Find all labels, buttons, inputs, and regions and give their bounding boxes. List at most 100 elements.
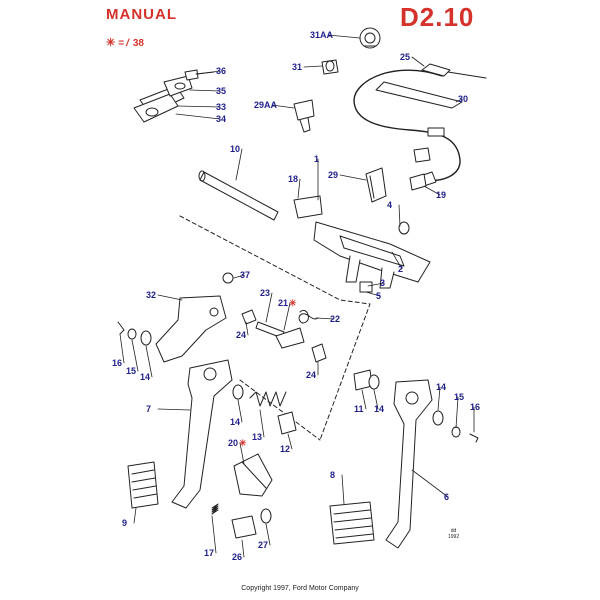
part-code-line1: dd — [450, 528, 457, 534]
callout-3: 3 — [380, 278, 385, 288]
leader-line — [241, 539, 245, 558]
callout-15b: 15 — [454, 392, 464, 402]
leader-line — [145, 345, 153, 378]
callout-22: 22 — [330, 314, 340, 324]
callout-16b: 16 — [470, 402, 480, 412]
leader-line — [157, 294, 183, 301]
callout-5: 5 — [376, 291, 381, 301]
clutch-cable — [353, 63, 487, 187]
brake-pedal-pad — [329, 501, 375, 545]
leader-line — [189, 89, 221, 92]
bushing-31 — [321, 59, 339, 75]
leader-line — [131, 339, 139, 372]
legend-slash: / — [126, 38, 129, 49]
leader-line — [265, 292, 273, 323]
leader-line — [239, 442, 245, 465]
callout-36: 36 — [216, 66, 226, 76]
callout-29aa: 29AA — [254, 100, 278, 110]
clip-24-right — [311, 343, 327, 363]
leader-line — [339, 174, 367, 181]
leader-line — [297, 178, 301, 199]
lever-21 — [275, 327, 305, 349]
callout-34: 34 — [216, 114, 226, 124]
callout-31aa: 31AA — [310, 30, 334, 40]
callout-8: 8 — [330, 470, 335, 480]
legend-ref: 38 — [132, 38, 144, 49]
part-code: dd 1992 — [448, 528, 459, 540]
leader-line — [233, 274, 245, 279]
callout-9: 9 — [122, 518, 127, 528]
callout-14c: 14 — [374, 404, 384, 414]
callout-11: 11 — [354, 404, 364, 414]
star-icon: ✳ — [289, 298, 297, 308]
callout-2: 2 — [398, 264, 403, 274]
leader-line — [175, 113, 221, 120]
callout-12: 12 — [280, 444, 290, 454]
leader-line — [177, 105, 221, 108]
leader-line — [245, 321, 249, 336]
callout-14a: 14 — [140, 372, 150, 382]
clip-31aa — [359, 27, 381, 49]
callout-25: 25 — [400, 52, 410, 62]
callout-19: 19 — [436, 190, 446, 200]
callout-37: 37 — [240, 270, 250, 280]
bushing-stack — [133, 69, 215, 123]
callout-23: 23 — [260, 288, 270, 298]
star-icon: ✳ — [106, 37, 116, 49]
callout-14d: 14 — [436, 382, 446, 392]
leader-line — [455, 396, 459, 429]
washers-left — [117, 321, 152, 346]
callout-16a: 16 — [112, 358, 122, 368]
spring-22 — [298, 309, 319, 324]
callout-18: 18 — [288, 174, 298, 184]
pivot-shaft — [198, 170, 279, 221]
callout-20: 20 — [228, 438, 238, 448]
callout-30: 30 — [458, 94, 468, 104]
leader-line — [365, 291, 381, 297]
nut-37 — [222, 272, 234, 284]
leader-line — [361, 389, 367, 410]
callout-1: 1 — [314, 154, 319, 164]
part-28-clip — [413, 147, 431, 163]
callout-leaders — [119, 34, 475, 558]
star-icon: ✳ — [239, 438, 247, 448]
leader-line — [391, 251, 403, 270]
assembly-guide-line — [179, 215, 371, 441]
leader-line — [235, 148, 243, 181]
bushing-11 — [353, 369, 380, 391]
part-29aa — [293, 99, 315, 133]
pedal-box-bracket — [313, 221, 431, 289]
legend-equals: = — [118, 38, 125, 49]
callout-14b: 14 — [230, 417, 240, 427]
diagram-legend: ✳=/38 — [106, 36, 144, 49]
callout-24a: 24 — [236, 330, 246, 340]
copyright-footer: Copyright 1997, Ford Motor Company — [241, 585, 359, 592]
leader-line — [455, 98, 463, 103]
leader-line — [265, 523, 271, 546]
leader-line — [197, 70, 221, 75]
callout-32: 32 — [146, 290, 156, 300]
diagram-title: MANUAL — [106, 6, 177, 23]
bolt-3 — [359, 281, 373, 293]
part-29-bracket — [365, 167, 387, 203]
leader-line — [283, 302, 291, 331]
leader-line — [398, 204, 401, 227]
callout-17: 17 — [204, 548, 214, 558]
leader-line — [119, 333, 125, 364]
bracket-plate-32 — [155, 295, 227, 363]
callout-27: 27 — [258, 540, 268, 550]
leader-line — [303, 65, 323, 68]
cap-27 — [260, 508, 272, 524]
bushing-4 — [398, 221, 410, 235]
leader-line — [315, 317, 335, 320]
leader-line — [437, 386, 441, 411]
callout-15a: 15 — [126, 366, 136, 376]
leader-line — [237, 399, 243, 423]
leader-line — [411, 56, 425, 67]
clip-19 — [409, 173, 427, 191]
leader-line — [373, 389, 379, 410]
leader-line — [157, 408, 191, 411]
diagram-code: D2.10 — [400, 2, 475, 32]
spring-17 — [211, 503, 219, 515]
